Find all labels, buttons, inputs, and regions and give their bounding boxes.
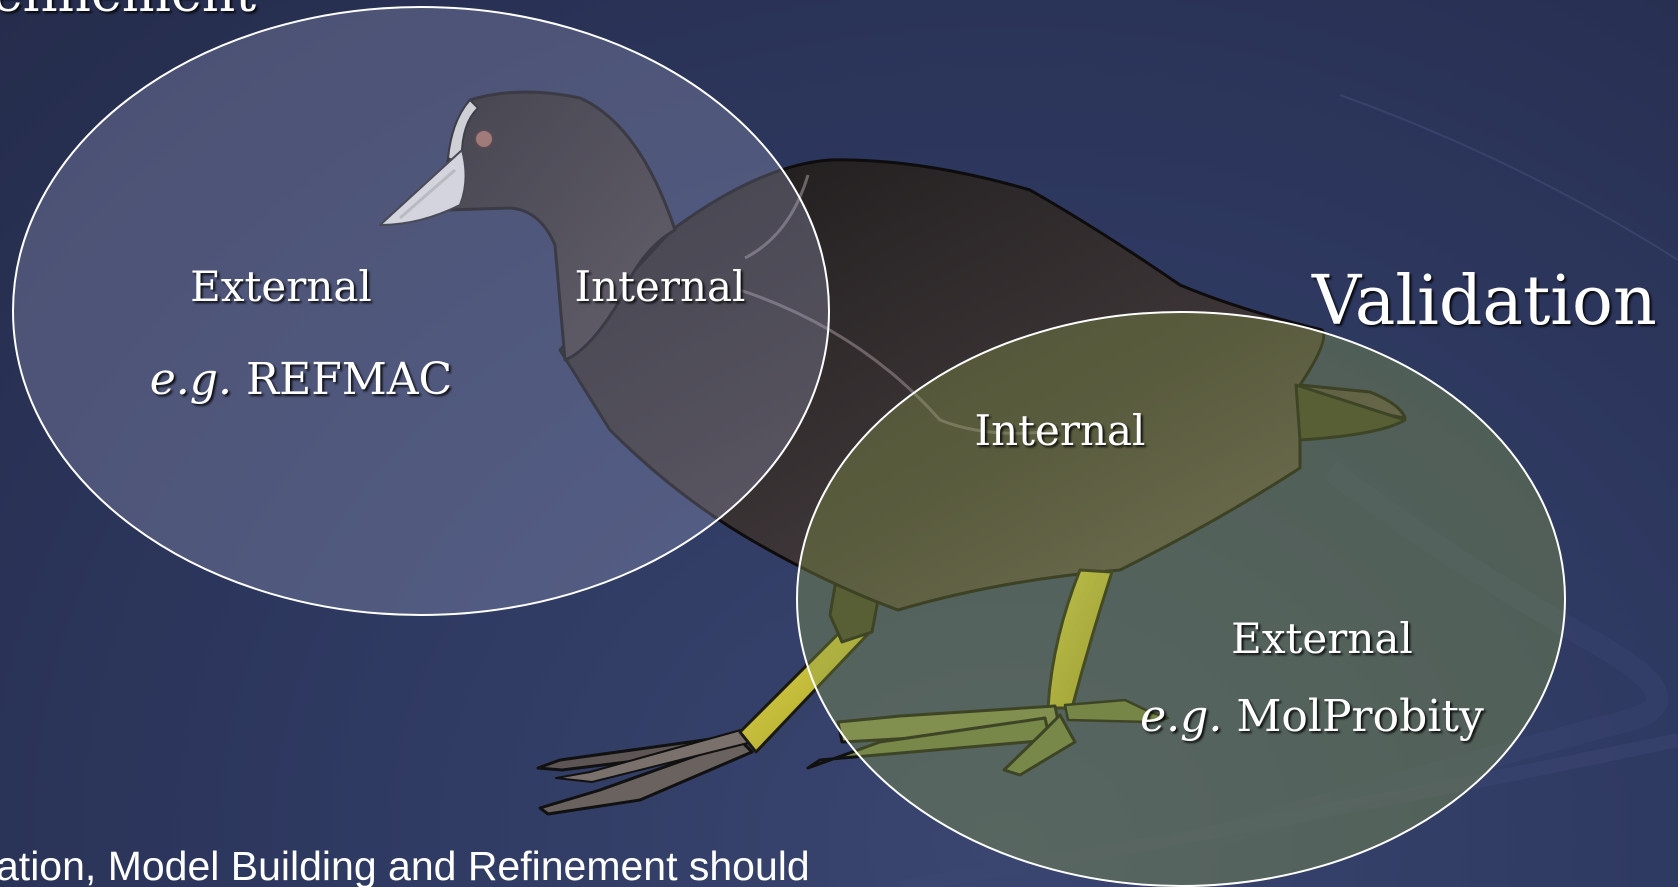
refinement-circle [13, 7, 829, 615]
refinement-external-label: External [190, 266, 372, 308]
refinement-example: e.g. REFMAC [150, 358, 452, 402]
refinement-example-name: REFMAC [246, 354, 452, 405]
validation-title: Validation [1312, 268, 1657, 336]
background-swoosh [1340, 95, 1678, 260]
refinement-example-prefix: e.g. [150, 354, 232, 405]
refinement-internal-label: Internal [575, 266, 746, 308]
bird-back-foot [538, 728, 752, 814]
validation-internal-label: Internal [975, 410, 1146, 452]
refinement-title: efinement [0, 0, 256, 20]
validation-circle [797, 312, 1565, 886]
footer-text: ation, Model Building and Refinement sho… [0, 846, 810, 887]
validation-example-name: MolProbity [1236, 691, 1484, 742]
validation-example-prefix: e.g. [1140, 691, 1222, 742]
validation-example: e.g. MolProbity [1140, 695, 1484, 739]
validation-external-label: External [1231, 618, 1413, 660]
